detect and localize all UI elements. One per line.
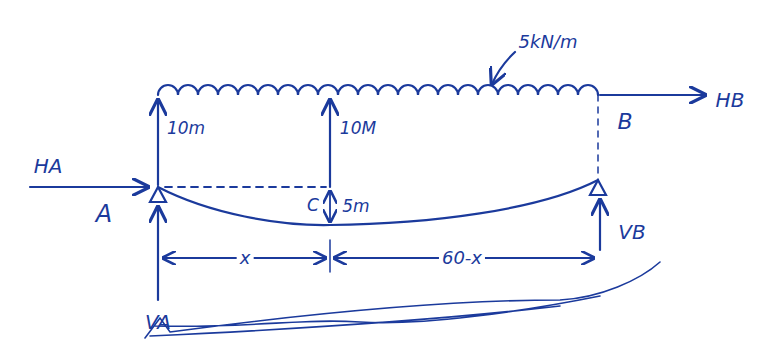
support-triangle: [150, 187, 166, 202]
dimension-label: 60-x: [439, 248, 485, 268]
dimension-label: 10m: [167, 119, 205, 138]
dimension-line: [329, 100, 331, 187]
dimension-label: B: [617, 110, 632, 134]
force-arrow: [599, 200, 601, 250]
cable: [158, 180, 598, 225]
dimension-label: x: [237, 248, 254, 268]
leader-line: [492, 52, 515, 84]
dimension-label: C: [307, 196, 319, 215]
dimension-label: 5m: [342, 197, 369, 216]
support-triangle: [590, 180, 606, 195]
load-line: [158, 85, 598, 95]
dimension-label: HA: [34, 155, 63, 177]
dimension-label: VB: [618, 221, 645, 243]
dimension-label: 5kN/m: [519, 32, 578, 52]
chord-line: [597, 95, 599, 178]
force-arrow: [600, 94, 705, 96]
dimension-label: HB: [716, 89, 745, 111]
chord-line: [165, 186, 326, 188]
force-arrow: [157, 207, 159, 300]
dimension-tick: [329, 240, 331, 272]
dimension-label: VA: [145, 311, 171, 333]
dimension-label: 10M: [340, 119, 376, 138]
force-arrow: [30, 186, 148, 188]
sag-line: [329, 191, 331, 222]
scribble: [145, 262, 660, 338]
dimension-line: [157, 100, 159, 185]
dimension-label: A: [96, 201, 112, 227]
